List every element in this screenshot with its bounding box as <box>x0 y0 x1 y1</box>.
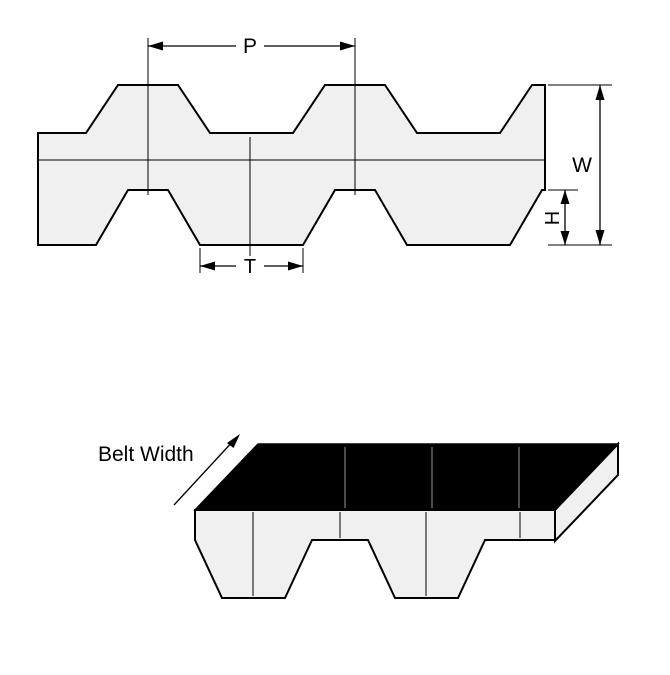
arrowhead-left <box>148 41 163 51</box>
belt-top-surface <box>193 443 620 511</box>
cross-section-view: P W H T <box>37 35 612 278</box>
height-label: H <box>542 211 564 225</box>
arrowhead-right <box>340 41 355 51</box>
arrowhead-left <box>200 261 215 271</box>
arrowhead-down <box>595 230 605 245</box>
tooth-dimension: T <box>199 248 304 278</box>
pitch-dimension: P <box>148 35 355 58</box>
arrowhead-up <box>560 190 570 204</box>
belt-front-face <box>194 509 556 599</box>
isometric-view: Belt Width <box>98 434 620 599</box>
belt-width-arrowhead <box>227 434 240 448</box>
width-label: W <box>572 154 592 177</box>
arrowhead-right <box>288 261 303 271</box>
belt-width-arrow-line <box>173 438 236 506</box>
tooth-label: T <box>244 256 256 278</box>
pitch-label: P <box>243 35 257 58</box>
height-dimension: H <box>542 189 578 245</box>
belt-profile <box>37 84 546 246</box>
arrowhead-down <box>560 231 570 245</box>
belt-width-annotation: Belt Width <box>98 434 240 506</box>
arrowhead-up <box>595 85 605 100</box>
width-dimension: W <box>548 84 612 246</box>
belt-width-label: Belt Width <box>98 443 194 466</box>
